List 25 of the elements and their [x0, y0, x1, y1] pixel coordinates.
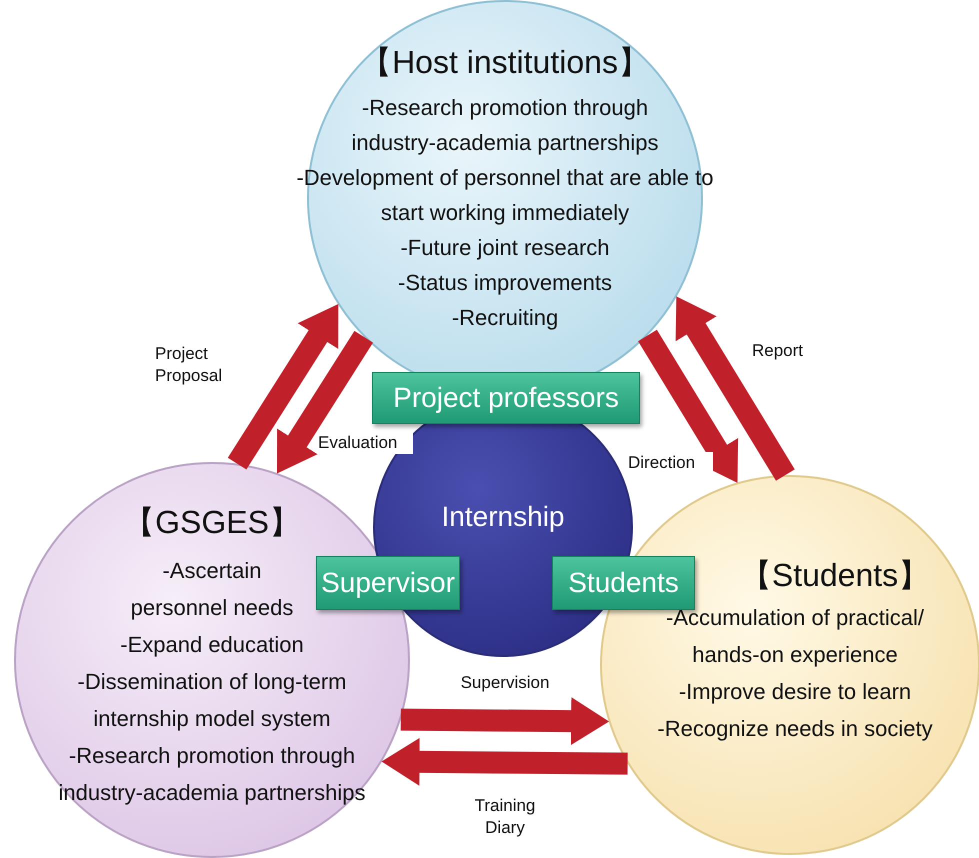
circle-heading: 【GSGES】: [122, 503, 302, 542]
block-arrow: [382, 738, 628, 786]
edge-label: Direction: [628, 452, 713, 474]
edge-label: Evaluation: [318, 432, 413, 454]
bullet-text: -Future joint research: [399, 234, 611, 262]
bullet-text: -Development of personnel that are able to start working immediately: [295, 164, 715, 227]
circle-heading: 【Students】: [738, 556, 932, 595]
block-arrow: [400, 697, 610, 746]
bullet-text: -Research promotion through industry-academia partnerships: [58, 742, 366, 807]
bullet-text: -Improve desire to learn: [678, 678, 912, 706]
block-arrow: [676, 296, 795, 481]
bullet-text: -Ascertain personnel needs: [130, 557, 294, 622]
circle-label: Internship: [440, 500, 566, 534]
bullet-text: -Research promotion through industry-academia partnerships: [350, 94, 660, 157]
block-arrow: [228, 304, 338, 470]
bullet-text: -Expand education: [119, 631, 305, 659]
label-box: Supervisor: [316, 556, 460, 610]
label-box: Students: [552, 556, 695, 610]
bullet-text: -Recruiting: [450, 304, 560, 332]
bullet-text: -Status improvements: [397, 269, 613, 297]
block-arrow: [277, 330, 374, 474]
circle-heading: 【Host institutions】: [359, 43, 651, 82]
label-box: Project professors: [372, 372, 640, 424]
bullet-text: -Recognize needs in society: [656, 715, 934, 743]
bullet-text: -Dissemination of long-term internship model system: [76, 668, 348, 733]
